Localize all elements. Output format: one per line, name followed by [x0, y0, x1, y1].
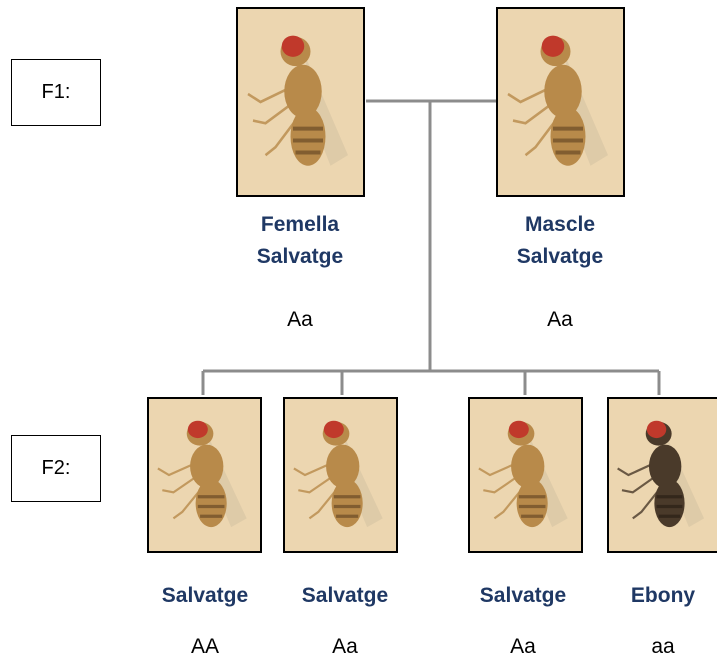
parent-female-genotype: Aa — [200, 308, 400, 332]
offspring-1-phenotype: Salvatge — [140, 580, 270, 612]
f1-label-text: F1: — [42, 81, 71, 104]
fruit-fly-image — [149, 399, 260, 551]
f1-generation-label: F1: — [11, 59, 101, 126]
fruit-fly-image — [470, 399, 581, 551]
fruit-fly-image — [498, 9, 623, 195]
offspring-3-genotype: Aa — [458, 635, 588, 659]
f2-generation-label: F2: — [11, 435, 101, 502]
parent-male-genotype: Aa — [460, 308, 660, 332]
parent-female-phenotype: Femella Salvatge — [200, 209, 400, 273]
offspring-photo-1 — [147, 397, 262, 553]
offspring-4-phenotype: Ebony — [613, 580, 713, 612]
parent-male-photo — [496, 7, 625, 197]
fruit-fly-image — [609, 399, 717, 551]
offspring-2-genotype: Aa — [280, 635, 410, 659]
offspring-photo-4 — [607, 397, 717, 553]
offspring-4-genotype: aa — [613, 635, 713, 659]
fruit-fly-image — [238, 9, 363, 195]
parent-male-phenotype: Mascle Salvatge — [460, 209, 660, 273]
offspring-photo-3 — [468, 397, 583, 553]
offspring-1-genotype: AA — [140, 635, 270, 659]
offspring-3-phenotype: Salvatge — [458, 580, 588, 612]
f2-label-text: F2: — [42, 457, 71, 480]
offspring-photo-2 — [283, 397, 398, 553]
fruit-fly-image — [285, 399, 396, 551]
parent-female-photo — [236, 7, 365, 197]
offspring-2-phenotype: Salvatge — [280, 580, 410, 612]
